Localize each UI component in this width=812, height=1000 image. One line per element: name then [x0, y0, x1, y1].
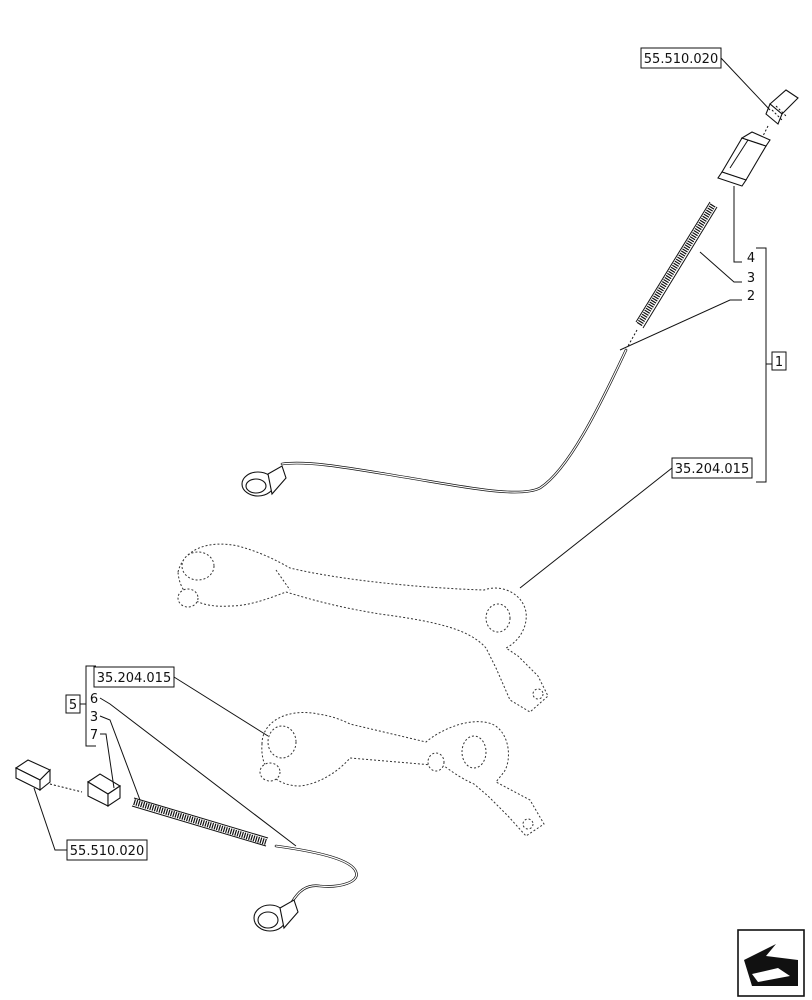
lower-sleeve	[131, 797, 269, 847]
upper-connector-housing	[717, 131, 771, 187]
callout-number-7: 7	[90, 728, 98, 743]
reference-label: 35.204.015	[675, 462, 749, 477]
bottom-connector-reference: 55.510.020	[33, 787, 148, 861]
arrow-navigation-icon[interactable]	[737, 929, 805, 997]
upper-grommet	[241, 465, 287, 497]
assembly-number-1: 1	[775, 355, 783, 370]
lower-control-lever	[259, 712, 545, 837]
assembly-number-5: 5	[69, 698, 77, 713]
callout-number-4: 4	[747, 251, 755, 266]
upper-callout-numbers: 4 3 2	[619, 186, 755, 351]
reference-label: 35.204.015	[97, 671, 171, 686]
upper-cable	[280, 329, 638, 494]
lower-connector-housing	[86, 773, 122, 808]
top-connector-reference: 55.510.020	[640, 47, 771, 111]
callout-number-3: 3	[747, 271, 755, 286]
lower-lever-reference: 35.204.015	[93, 666, 269, 737]
callout-number-6: 6	[90, 692, 98, 707]
upper-sleeve	[635, 201, 718, 329]
reference-label: 55.510.020	[70, 844, 144, 859]
upper-connector-cap	[761, 89, 799, 139]
lower-cable	[274, 844, 358, 904]
callout-number-3: 3	[90, 710, 98, 725]
upper-callout-bracket: 1	[756, 247, 787, 483]
upper-control-lever	[177, 543, 549, 713]
reference-label: 55.510.020	[644, 52, 718, 67]
lower-callout-bracket: 5	[65, 665, 96, 747]
lower-callout-numbers: 6 3 7	[90, 692, 297, 847]
lower-grommet	[253, 899, 299, 932]
upper-lever-reference: 35.204.015	[519, 457, 753, 589]
callout-number-2: 2	[747, 289, 755, 304]
lower-connector-cap	[14, 759, 83, 793]
